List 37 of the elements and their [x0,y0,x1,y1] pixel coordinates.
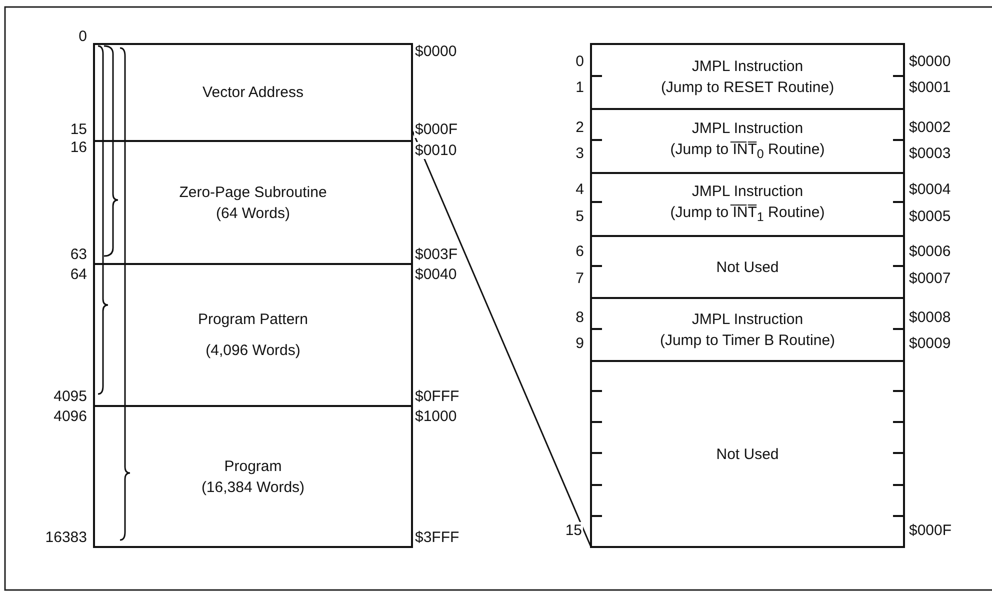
hex-address-label: $0009 [908,335,952,352]
segment-note: (64 Words) [216,204,290,224]
segment-note: (4,096 Words) [206,341,300,361]
hex-address-label: $3FFF [414,529,460,546]
hex-address-label: $0007 [908,270,952,287]
hex-address-label: $0000 [908,53,952,70]
hex-address-label: $0FFF [414,388,460,405]
hex-address-label: $0000 [414,43,458,60]
segment-title: JMPL Instruction [692,310,804,330]
segment-title: JMPL Instruction [692,182,804,202]
expansion-line [411,130,592,548]
segment-title: Not Used [716,444,779,464]
hex-address-label: $000F [908,522,953,539]
hex-address-label: $0040 [414,266,458,283]
hex-address-label: $0001 [908,79,952,96]
segment-title: Program [224,456,282,476]
hex-address-label: $0003 [908,145,952,162]
segment-note: (Jump to I̅N̅T̅$_{0}$ Routine) [670,140,825,162]
hex-address-label: $1000 [414,408,458,425]
hex-address-label: $000F [414,121,459,138]
hex-address-label: $0008 [908,309,952,326]
segment-note: (Jump to Timer B Routine) [660,330,836,350]
segment-title: Zero-Page Subroutine [179,182,327,202]
hex-address-label: $0004 [908,181,952,198]
segment-title: JMPL Instruction [692,56,804,76]
hex-address-label: $0010 [414,142,458,159]
hex-address-label: $003F [414,246,459,263]
segment-title: Program Pattern [198,310,308,330]
segment-title: Not Used [716,258,779,278]
segment-note: (Jump to RESET Routine) [660,78,834,98]
segment-title: JMPL Instruction [692,118,804,138]
hex-address-label: $0005 [908,208,952,225]
hex-address-label: $0006 [908,243,952,260]
hex-address-label: $0002 [908,119,952,136]
segment-note: (16,384 Words) [201,478,305,498]
segment-title: Vector Address [202,83,304,103]
segment-note: (Jump to I̅N̅T̅$_{1}$ Routine) [670,203,825,226]
